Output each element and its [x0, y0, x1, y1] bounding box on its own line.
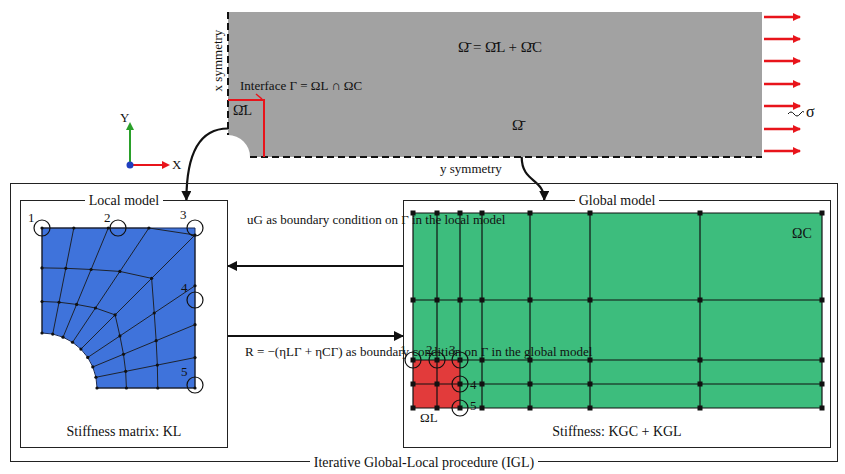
box-heading: Local model: [85, 193, 163, 208]
stiffness-label: Stiffness: KGC + KGL: [552, 424, 681, 439]
plate: [228, 12, 762, 157]
local-region-outline: [228, 100, 264, 157]
connector-arrow: [186, 129, 228, 201]
symmetry-label: y symmetry: [440, 161, 502, 176]
global-mesh-region: [413, 213, 822, 408]
callout-number: 2: [426, 342, 433, 357]
domain-label: ΩC: [792, 226, 812, 241]
domain-equation: Ω̄ = Ω̄L + Ω̄C: [458, 40, 542, 55]
callout-number: 1: [28, 210, 35, 225]
global-grid: [411, 211, 825, 411]
local-model-box: Local modelStiffness matrix: KL: [20, 200, 228, 448]
callout-number: 4: [181, 280, 188, 295]
callout-number: 5: [181, 364, 188, 379]
local-region: Ω̄L: [228, 100, 264, 157]
axis-label: Y: [120, 110, 129, 125]
local-mesh: [40, 226, 196, 389]
load-arrows: [764, 17, 800, 151]
edge-label: uG as boundary condition on Γ in the loc…: [243, 212, 401, 227]
local-interface-circles: [34, 220, 203, 393]
domain-label: Ω̄: [512, 118, 523, 133]
connector-arrow: [228, 335, 403, 337]
global-model-box: Global modelStiffness: KGC + KGLΩC: [403, 200, 831, 448]
callout-number: 4: [470, 377, 477, 392]
callout-number: 2: [104, 210, 111, 225]
symmetry-label: x symmetry: [211, 29, 226, 91]
connector-arrow: [228, 265, 403, 267]
callout-number: 5: [470, 398, 477, 413]
local-domain-label: Ω̄L: [233, 103, 252, 118]
axes: [126, 122, 170, 169]
callout-number: 3: [449, 342, 456, 357]
connector-arrow: [522, 157, 545, 200]
sigma-leader: [788, 111, 804, 116]
local-mesh-region: [42, 228, 195, 388]
box-heading: Global model: [575, 193, 660, 208]
interface-label: Interface Γ = ΩL ∩ ΩC: [240, 78, 362, 93]
axis-label: X: [172, 157, 181, 172]
stiffness-label: Stiffness matrix: KL: [67, 424, 182, 439]
procedure-title: Iterative Global-Local procedure (IGL): [310, 455, 538, 470]
interface-leader: [256, 94, 262, 99]
domain-label: ΩL: [420, 410, 438, 425]
y-symmetry-edge: [250, 156, 762, 158]
callout-number: 3: [180, 207, 187, 222]
load-label: σ: [806, 104, 815, 119]
edge-label: R = −(ηLΓ + ηCΓ) as boundary condition o…: [241, 344, 399, 359]
global-interface-circles: [405, 352, 468, 416]
x-symmetry-edge: [227, 12, 229, 135]
